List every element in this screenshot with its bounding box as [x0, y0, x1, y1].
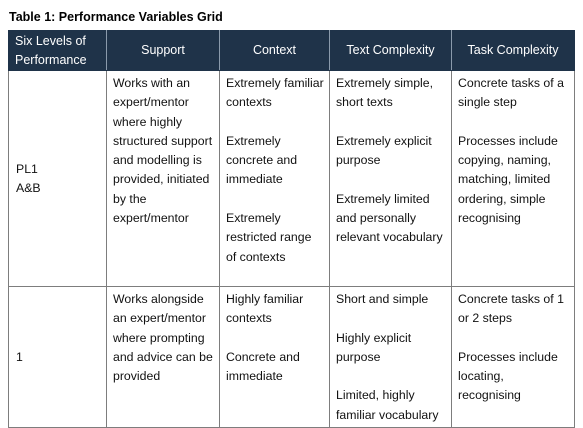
support-text: Works with an expert/mentor where highly…: [113, 76, 213, 226]
context-item: Highly familiar contexts: [226, 292, 304, 326]
task-complexity-item: Concrete tasks of a single step: [458, 76, 564, 110]
context-item: Extremely familiar contexts: [226, 76, 324, 110]
support-text: Works alongside an expert/mentor where p…: [113, 292, 213, 384]
text-complexity-cell: Extremely simple, short texts Extremely …: [329, 70, 452, 287]
header-task-complexity: Task Complexity: [451, 30, 575, 71]
level-cell: PL1 A&B: [8, 70, 107, 287]
level-label: PL1: [16, 161, 38, 176]
text-complexity-item: Limited, highly familiar vocabulary: [336, 388, 439, 422]
task-complexity-item: Processes include locating, recognising: [458, 349, 558, 403]
header-support: Support: [106, 30, 220, 71]
context-item: Extremely concrete and immediate: [226, 133, 298, 187]
level-cell: 1: [8, 285, 107, 428]
header-levels-line1: Six Levels of: [15, 33, 86, 48]
text-complexity-item: Highly explicit purpose: [336, 330, 412, 364]
context-cell: Highly familiar contexts Concrete and im…: [219, 285, 330, 428]
table-row: PL1 A&B Works with an expert/mentor wher…: [8, 70, 575, 287]
task-complexity-cell: Concrete tasks of 1 or 2 steps Processes…: [451, 285, 575, 428]
text-complexity-item: Extremely simple, short texts: [336, 76, 434, 110]
support-cell: Works alongside an expert/mentor where p…: [106, 285, 220, 428]
table-row: 1 Works alongside an expert/mentor where…: [8, 285, 575, 428]
header-context: Context: [219, 30, 330, 71]
context-item: Extremely restricted range of contexts: [226, 211, 312, 264]
text-complexity-cell: Short and simple Highly explicit purpose…: [329, 285, 452, 428]
text-complexity-item: Extremely limited and personally relevan…: [336, 191, 443, 245]
table-caption: Table 1: Performance Variables Grid: [9, 10, 223, 24]
text-complexity-item: Short and simple: [336, 292, 429, 306]
support-cell: Works with an expert/mentor where highly…: [106, 70, 220, 287]
task-complexity-item: Processes include copying, naming, match…: [458, 133, 558, 226]
text-complexity-item: Extremely explicit purpose: [336, 133, 432, 168]
context-cell: Extremely familiar contexts Extremely co…: [219, 70, 330, 287]
task-complexity-item: Concrete tasks of 1 or 2 steps: [458, 292, 564, 326]
header-row: Six Levels of Performance Support Contex…: [8, 30, 575, 71]
context-item: Concrete and immediate: [226, 349, 300, 384]
level-label: 1: [16, 349, 23, 364]
level-sublabel: A&B: [16, 181, 41, 195]
header-levels: Six Levels of Performance: [8, 30, 107, 71]
header-levels-line2: Performance: [15, 52, 87, 67]
performance-variables-table: Six Levels of Performance Support Contex…: [8, 30, 575, 428]
task-complexity-cell: Concrete tasks of a single step Processe…: [451, 70, 575, 287]
header-text-complexity: Text Complexity: [329, 30, 452, 71]
